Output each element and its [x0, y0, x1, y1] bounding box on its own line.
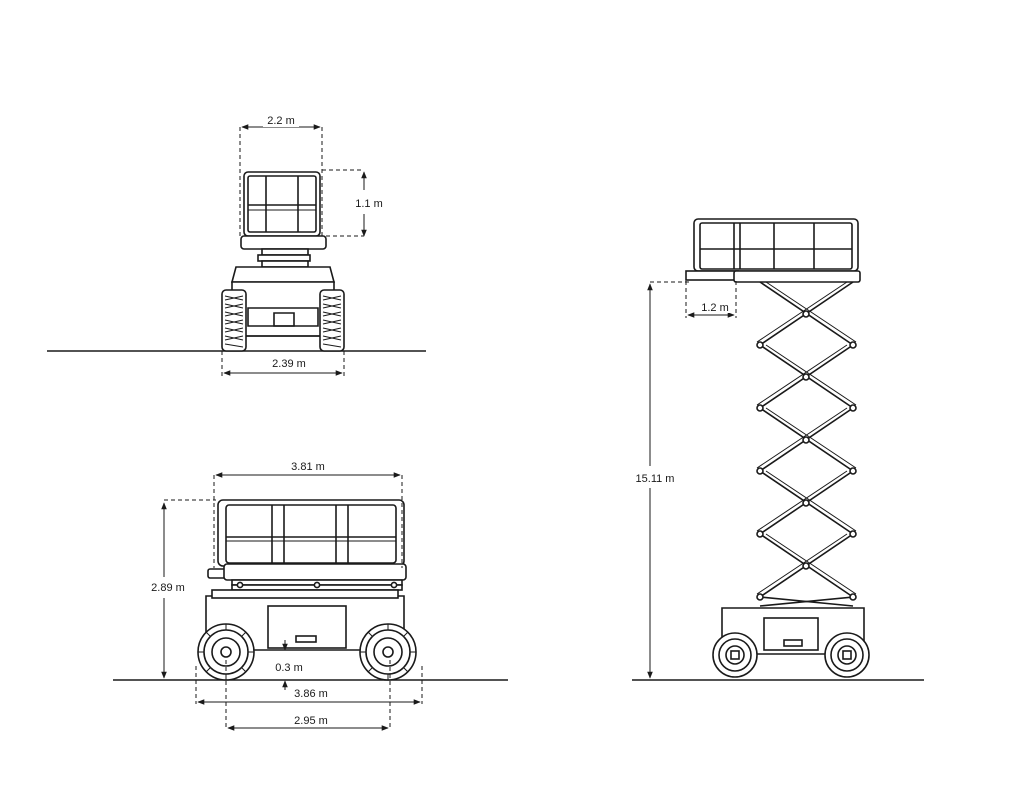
overall-length-label: 3.86 m — [294, 688, 328, 700]
elevated-view-main-deck — [733, 270, 861, 283]
front-view-left-wheel — [221, 289, 247, 352]
platform-height-label: 15.11 m — [636, 473, 675, 485]
side-view-guardrail — [217, 499, 405, 567]
side-view: 3.81 m 2.89 m 0.3 m 3.86 m 2.95 m — [113, 459, 508, 731]
side-view-front-wheel — [197, 623, 255, 681]
front-view-scissor-stack — [257, 248, 311, 268]
stowed-height-label: 2.89 m — [151, 582, 185, 594]
guardrail-height-label: 1.1 m — [355, 198, 383, 210]
front-view-deck — [240, 235, 327, 250]
elevated-view-extension-deck — [685, 270, 739, 281]
ground-clearance-label: 0.3 m — [275, 662, 303, 674]
wheelbase-label: 2.95 m — [294, 715, 328, 727]
side-view-scissor-stack — [231, 579, 403, 591]
elevated-view-scissor-pins — [756, 310, 857, 601]
front-view: 2.2 m 1.1 m 2.39 m — [47, 114, 426, 378]
elevated-view-guardrail — [693, 218, 859, 272]
elevated-view: 15.11 m 1.2 m — [632, 218, 924, 681]
front-view-guardrail — [243, 171, 321, 237]
front-view-chassis — [230, 266, 336, 337]
side-view-rear-wheel — [359, 623, 417, 681]
extension-deck-label: 1.2 m — [701, 302, 729, 314]
elevated-view-front-wheel — [712, 632, 758, 678]
track-width-label: 2.39 m — [272, 358, 306, 370]
front-view-right-wheel — [319, 289, 345, 352]
front-width-label: 2.2 m — [267, 115, 295, 127]
platform-length-label: 3.81 m — [291, 461, 325, 473]
elevated-view-scissor-arms — [756, 281, 857, 607]
elevated-view-rear-wheel — [824, 632, 870, 678]
side-view-deck — [223, 563, 407, 581]
